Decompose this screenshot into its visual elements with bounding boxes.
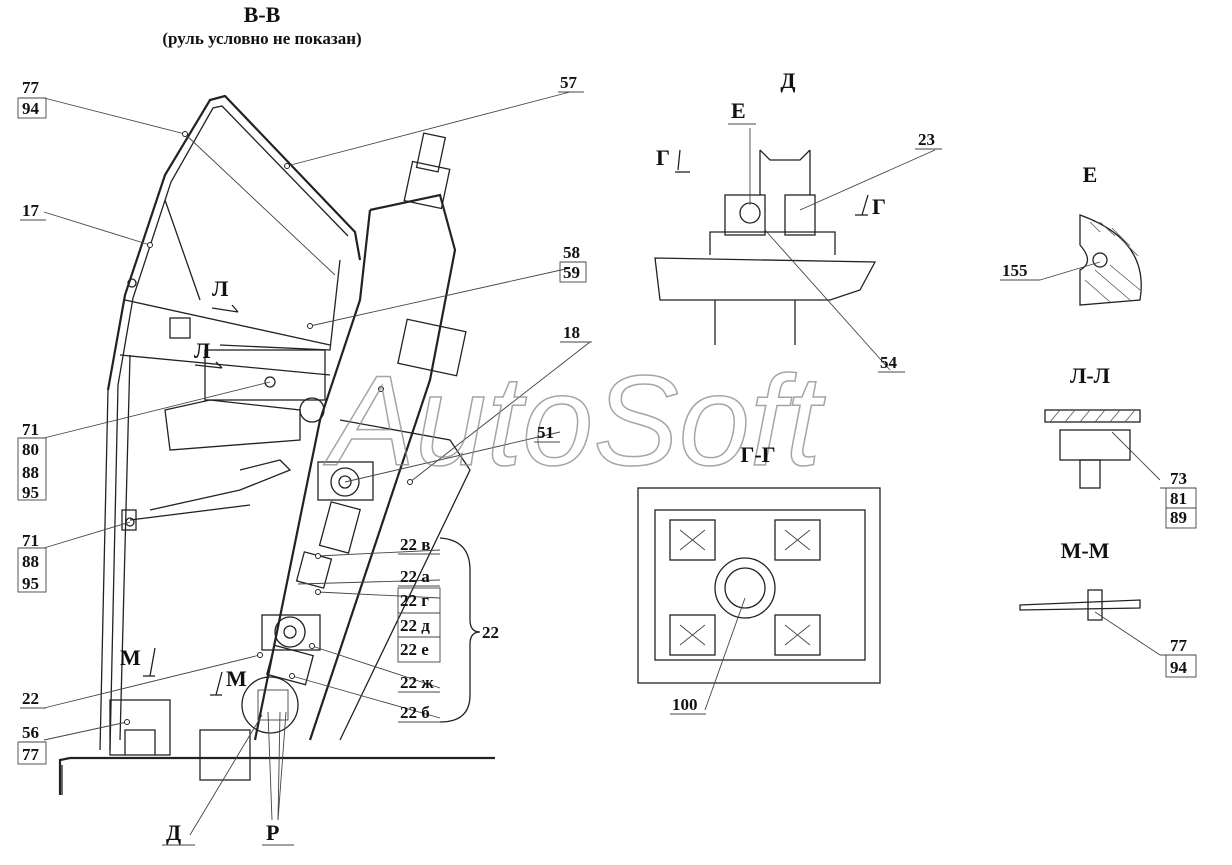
callout-88b: 88	[22, 552, 39, 571]
callout-80: 80	[22, 440, 39, 459]
callout-95a: 95	[22, 483, 39, 502]
callout-18: 18	[563, 323, 580, 342]
callout-155: 155	[1002, 261, 1028, 280]
callout-22-left: 22	[22, 689, 39, 708]
callout-94c: 94	[1170, 658, 1188, 677]
callout-22-group: 22 в 22 а 22 г 22 д 22 е 22 ж 22 б 22	[397, 535, 499, 723]
callout-77: 77	[22, 78, 40, 97]
callout-71-88-95: 71 88 95	[17, 531, 47, 593]
callout-71a: 71	[22, 420, 39, 439]
callout-59: 59	[563, 263, 580, 282]
callout-57: 57	[560, 73, 578, 92]
title-bb: В-В	[244, 2, 281, 27]
title-gg: Г-Г	[740, 442, 775, 467]
callout-22g: 22 г	[400, 591, 429, 610]
callout-88a: 88	[22, 463, 39, 482]
callout-22-brace-label: 22	[482, 623, 499, 642]
mark-l-lower: Л	[194, 338, 211, 363]
section-gg-view	[637, 487, 881, 711]
callout-100: 100	[672, 695, 698, 714]
callout-81: 81	[1170, 489, 1187, 508]
callout-22d: 22 д	[400, 616, 430, 635]
callout-54: 54	[880, 353, 898, 372]
section-d-view	[654, 128, 936, 371]
leader-lines-main	[43, 91, 591, 836]
callout-77-94-top: 77 94	[17, 78, 47, 119]
callout-77b: 77	[22, 745, 40, 764]
callout-17: 17	[22, 201, 40, 220]
mark-m-left: М	[120, 645, 141, 670]
title-e: Е	[1083, 162, 1098, 187]
callout-22zh: 22 ж	[400, 673, 434, 692]
mark-g-right: Г	[872, 194, 886, 219]
section-e-view	[1039, 214, 1142, 306]
section-ll-view	[1044, 409, 1161, 489]
title-ll: Л-Л	[1070, 363, 1111, 388]
callout-22a: 22 а	[400, 567, 430, 586]
callout-77c: 77	[1170, 636, 1188, 655]
callout-95b: 95	[22, 574, 39, 593]
callout-89: 89	[1170, 508, 1187, 527]
section-arrows-main	[143, 304, 239, 696]
mark-e: Е	[731, 98, 746, 123]
callout-22b: 22 б	[400, 703, 430, 722]
title-d: Д	[780, 68, 795, 93]
group-22-brace	[439, 537, 481, 723]
callout-73-81-89: 73 81 89	[1160, 469, 1197, 529]
callout-58-59: 58 59	[559, 243, 587, 283]
subtitle-bb: (руль условно не показан)	[162, 29, 361, 48]
callout-56: 56	[22, 723, 39, 742]
mark-d-bottom: Д	[166, 820, 181, 845]
mark-g-left: Г	[656, 145, 670, 170]
callout-77-94-mm: 77 94	[1160, 636, 1197, 678]
mark-m-right: М	[226, 666, 247, 691]
callout-23: 23	[918, 130, 935, 149]
callout-22e: 22 е	[400, 640, 429, 659]
callout-71b: 71	[22, 531, 39, 550]
mark-r-bottom: Р	[266, 820, 279, 845]
callout-51: 51	[537, 423, 554, 442]
callout-94: 94	[22, 99, 40, 118]
callout-58: 58	[563, 243, 580, 262]
section-mm-view	[1019, 589, 1161, 656]
leader-dots	[124, 131, 413, 725]
mark-l-upper: Л	[212, 276, 229, 301]
callout-73: 73	[1170, 469, 1187, 488]
watermark-text: AutoSoft	[323, 350, 825, 493]
title-mm: М-М	[1061, 538, 1110, 563]
callout-56-77: 56 77	[17, 723, 47, 765]
callout-22v: 22 в	[400, 535, 430, 554]
callout-71-80-88-95: 71 80 88 95	[17, 420, 47, 502]
